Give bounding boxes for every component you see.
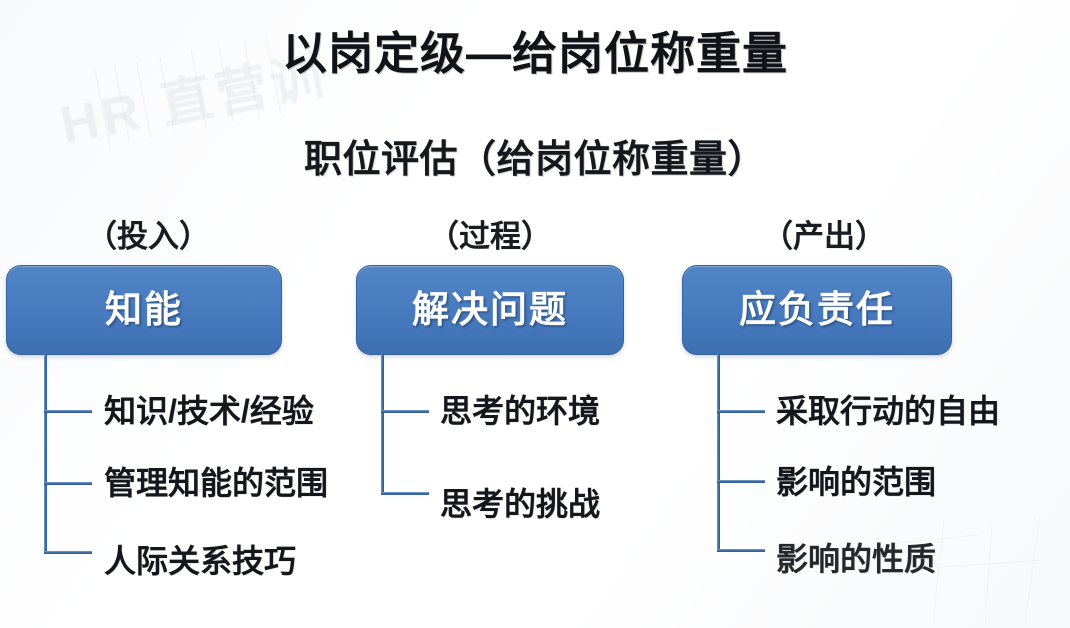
column-label-output: （产出） bbox=[762, 219, 886, 254]
page-subtitle: 职位评估（给岗位称重量） bbox=[303, 139, 766, 181]
sub-item: 思考的挑战 bbox=[440, 486, 601, 522]
sub-item: 人际关系技巧 bbox=[104, 543, 297, 579]
column-label-process: （过程） bbox=[428, 219, 552, 254]
page-title: 以岗定级—给岗位称重量 bbox=[281, 28, 788, 79]
factor-box-label-process: 解决问题 bbox=[412, 289, 568, 330]
sub-item: 采取行动的自由 bbox=[776, 393, 1001, 429]
factor-box-label-input: 知能 bbox=[105, 289, 183, 330]
factor-box-output[interactable]: 应负责任 bbox=[682, 265, 952, 355]
sub-item: 知识/技术/经验 bbox=[104, 393, 314, 429]
column-label-input: （投入） bbox=[86, 219, 210, 254]
factor-box-input[interactable]: 知能 bbox=[6, 265, 282, 355]
sub-item: 思考的环境 bbox=[440, 393, 601, 429]
factor-box-label-output: 应负责任 bbox=[739, 289, 895, 330]
sub-item: 影响的性质 bbox=[776, 541, 937, 577]
sub-item: 管理知能的范围 bbox=[104, 465, 329, 501]
sub-item: 影响的范围 bbox=[776, 464, 937, 500]
factor-box-process[interactable]: 解决问题 bbox=[356, 265, 624, 355]
